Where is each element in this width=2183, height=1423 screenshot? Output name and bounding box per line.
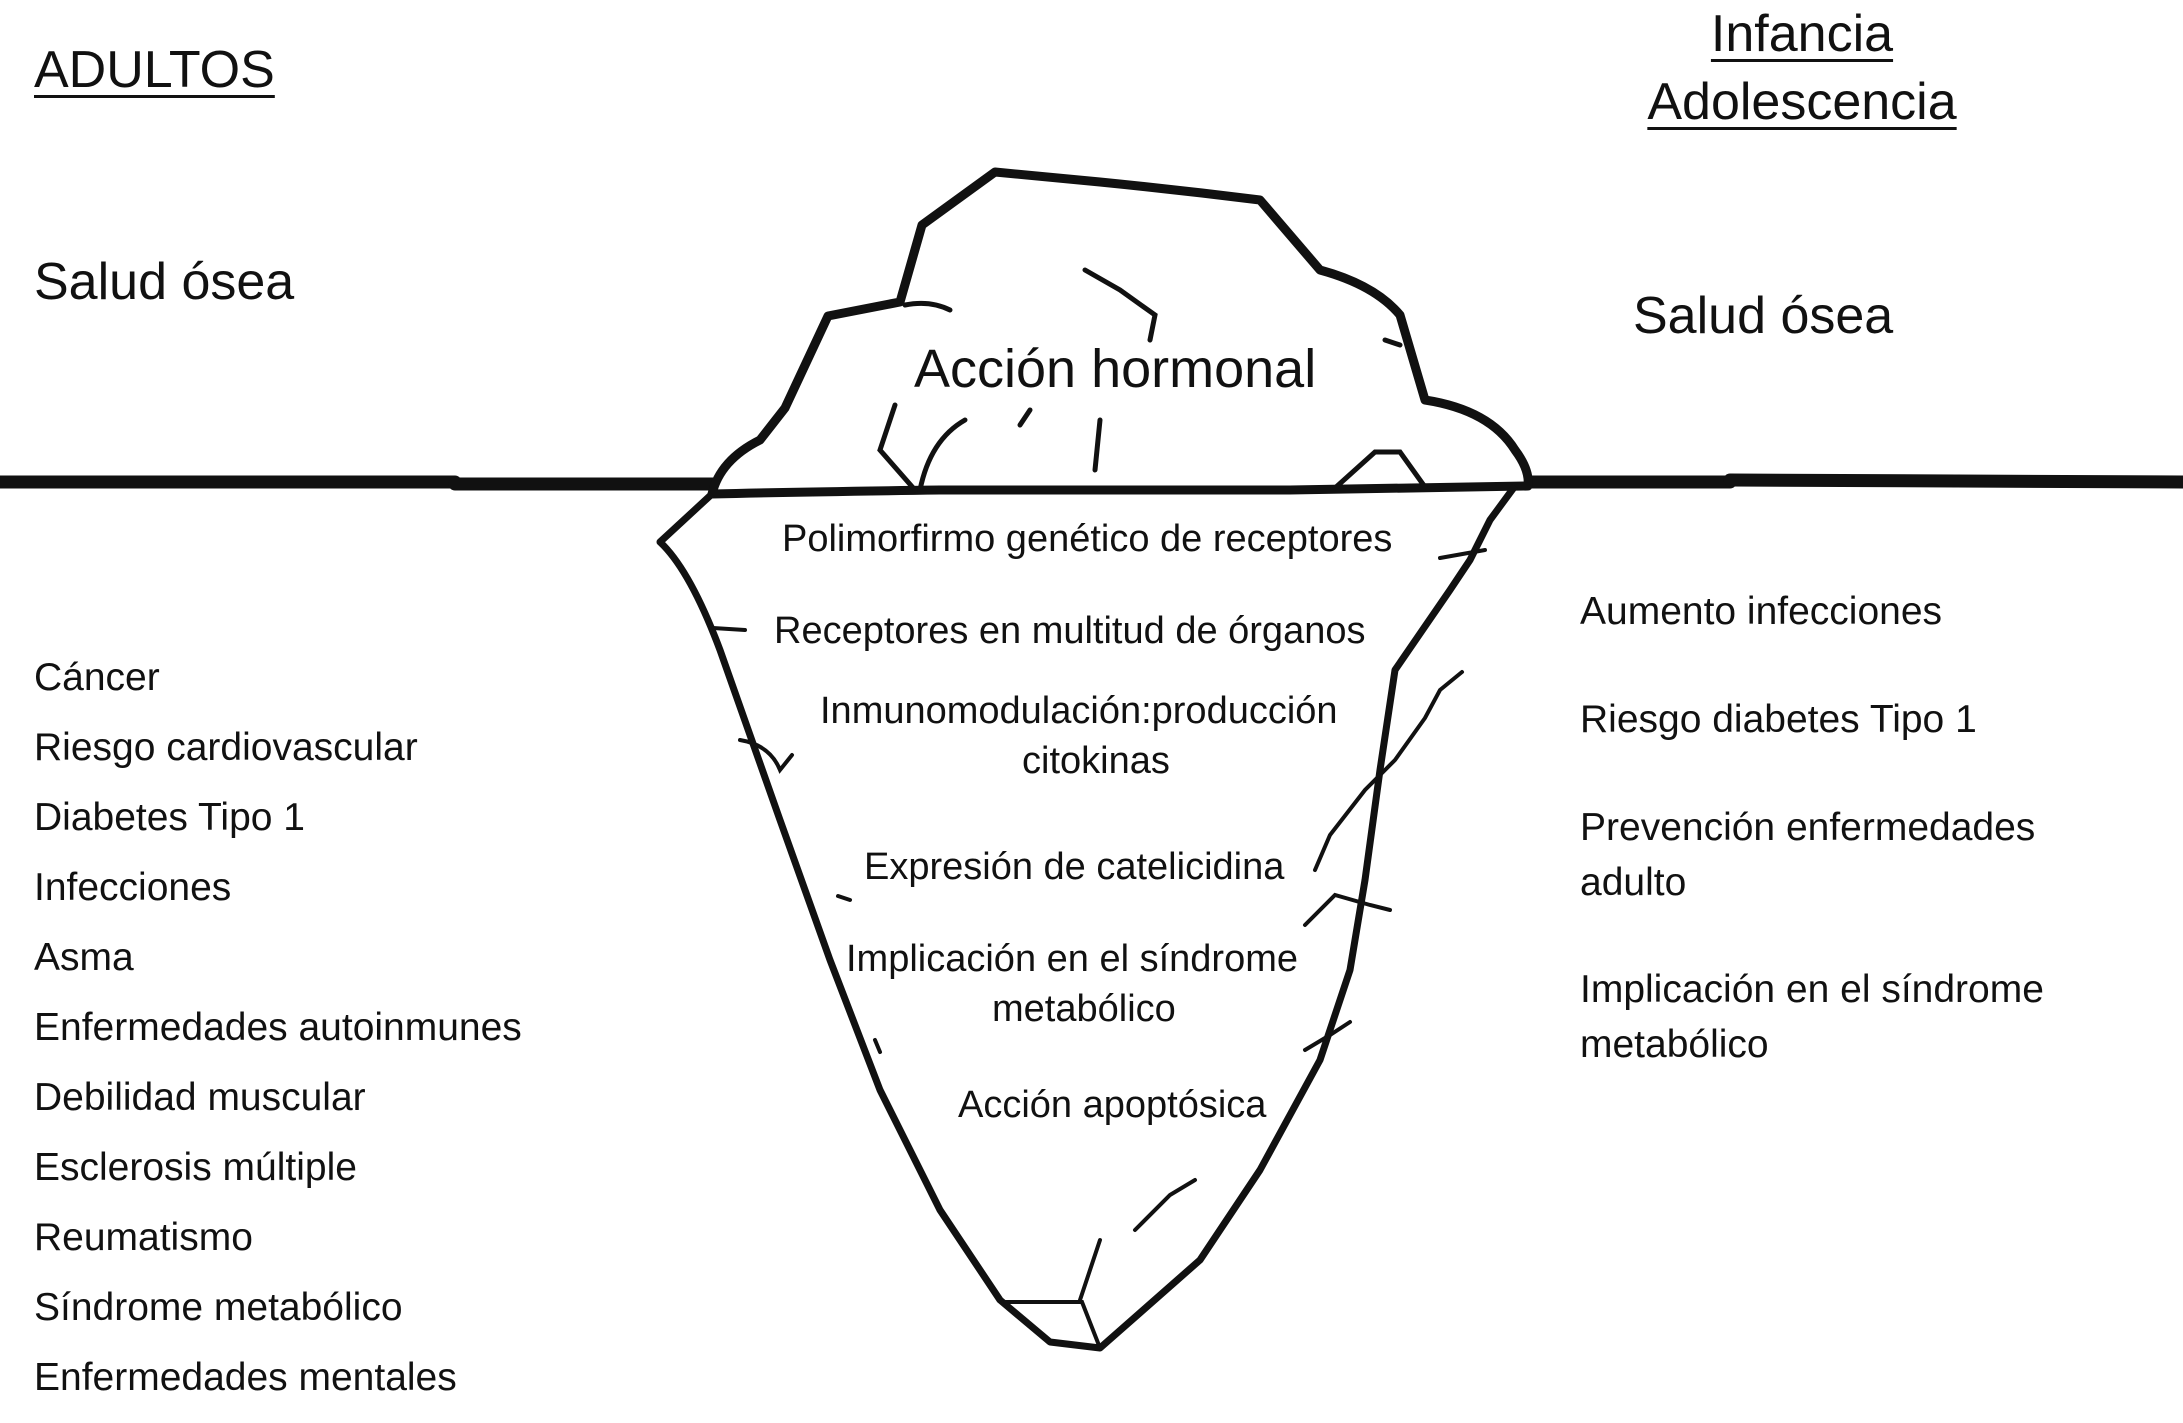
children-list: Aumento infecciones Riesgo diabetes Tipo… bbox=[1580, 584, 2140, 1072]
iceberg-body-cracks bbox=[711, 548, 1487, 1350]
iceberg-cracks bbox=[877, 267, 1428, 493]
waterline bbox=[0, 473, 2183, 491]
heading-infancia-adolescencia: Infancia Adolescencia bbox=[1592, 0, 2012, 136]
list-item: Aumento infecciones bbox=[1580, 590, 1943, 633]
below-water-item: Acción apoptósica bbox=[958, 1084, 1267, 1126]
below-water-item: Receptores en multitud de órganos bbox=[774, 610, 1366, 652]
list-item: Esclerosis múltiple bbox=[34, 1146, 357, 1189]
heading-adolescencia: Adolescencia bbox=[1647, 73, 1957, 131]
list-item: Reumatismo bbox=[34, 1216, 253, 1259]
below-water-item: Polimorfirmo genético de receptores bbox=[782, 518, 1393, 560]
heading-infancia: Infancia bbox=[1710, 5, 1894, 63]
iceberg-tip bbox=[707, 167, 1533, 499]
list-item: Riesgo cardiovascular bbox=[34, 726, 418, 769]
below-water-item: metabólico bbox=[992, 988, 1176, 1030]
list-item: Diabetes Tipo 1 bbox=[34, 796, 306, 839]
adults-list: Cáncer Riesgo cardiovascular Diabetes Ti… bbox=[34, 653, 522, 1423]
below-water-item: Inmunomodulación:producción bbox=[820, 690, 1338, 732]
list-item: Síndrome metabólico bbox=[34, 1286, 403, 1329]
list-item: Enfermedades mentales bbox=[34, 1356, 457, 1399]
below-water-item: Implicación en el síndrome bbox=[846, 938, 1298, 980]
list-item: Riesgo diabetes Tipo 1 bbox=[1580, 698, 1977, 741]
list-item: Debilidad muscular bbox=[34, 1076, 366, 1119]
below-water-item: Expresión de catelicidina bbox=[864, 846, 1285, 888]
iceberg-body bbox=[656, 483, 1518, 1352]
list-item: Enfermedades autoinmunes bbox=[34, 1006, 522, 1049]
heading-adultos: ADULTOS bbox=[34, 41, 275, 99]
list-item: Infecciones bbox=[34, 866, 232, 909]
list-item: Implicación en el síndrome metabólico bbox=[1580, 968, 2044, 1066]
salud-osea-right: Salud ósea bbox=[1633, 287, 1894, 345]
list-item: Cáncer bbox=[34, 656, 160, 699]
salud-osea-left: Salud ósea bbox=[34, 253, 295, 311]
list-item: Prevención enfermedades adulto bbox=[1580, 806, 2036, 904]
list-item: Asma bbox=[34, 936, 134, 979]
below-water-item: citokinas bbox=[1022, 740, 1170, 782]
accion-hormonal-label: Acción hormonal bbox=[914, 339, 1317, 399]
